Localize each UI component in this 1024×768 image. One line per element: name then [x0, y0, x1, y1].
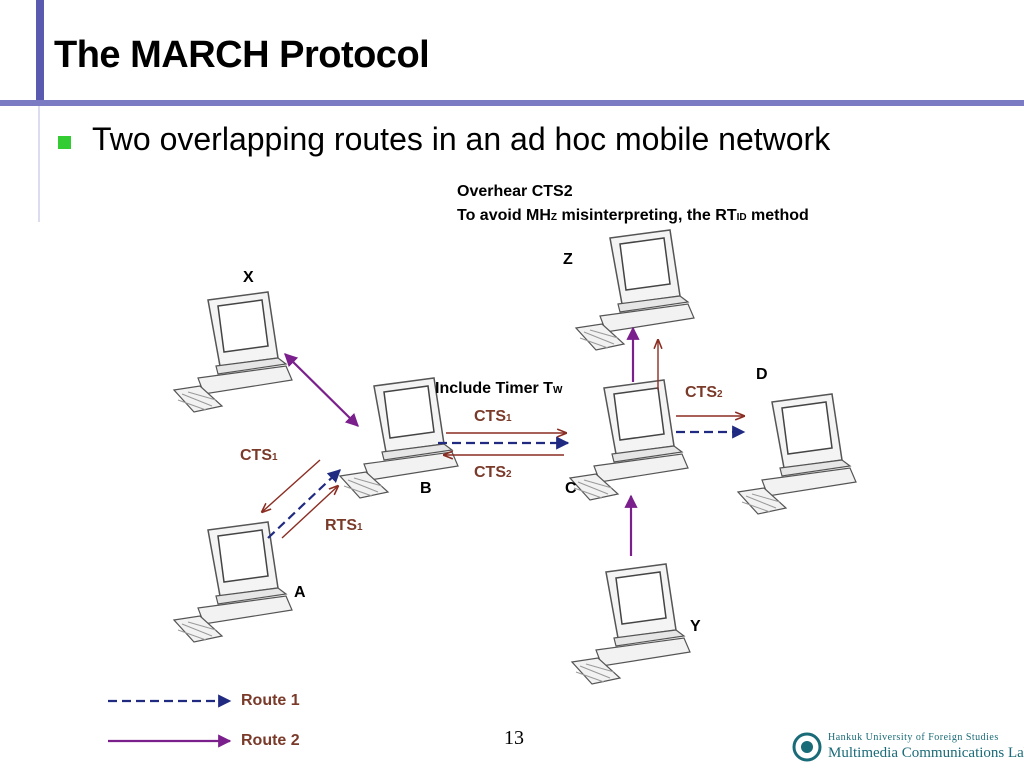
lab-logo-icon — [792, 732, 822, 762]
computer-y-icon — [571, 563, 691, 685]
node-label-y: Y — [690, 618, 701, 635]
computer-x-icon — [173, 291, 293, 413]
cts2-label-cb: CTS2 — [474, 464, 512, 481]
rts1-arrow — [281, 486, 338, 539]
cts1-label-ab: CTS1 — [240, 447, 278, 464]
bullet-square-icon — [58, 136, 71, 149]
node-label-x: X — [243, 269, 254, 286]
node-label-c: C — [565, 480, 577, 497]
cts1-label-bc: CTS1 — [474, 408, 512, 425]
logo-university: Hankuk University of Foreign Studies — [828, 732, 999, 743]
slide-title: The MARCH Protocol — [54, 34, 430, 76]
lab-logo: Hankuk University of Foreign Studies Mul… — [792, 730, 1024, 766]
computer-d-icon — [737, 393, 857, 515]
overhear-note: Overhear CTS2 To avoid MHZ misinterpreti… — [457, 180, 809, 230]
note-line-1: Overhear CTS2 — [457, 183, 573, 200]
legend-route1-label: Route 1 — [241, 692, 300, 709]
page-number: 13 — [504, 727, 524, 749]
accent-bar-horizontal — [0, 100, 1024, 106]
node-label-z: Z — [563, 251, 573, 268]
computer-a-icon — [173, 521, 293, 643]
include-timer-label: Include Timer TW — [435, 380, 563, 397]
node-label-d: D — [756, 366, 768, 383]
route1-a-b — [267, 469, 341, 539]
note-line-2: To avoid MHZ misinterpreting, the RTID m… — [457, 207, 809, 224]
cts1-arrow-a — [262, 459, 321, 512]
bullet-text: Two overlapping routes in an ad hoc mobi… — [92, 121, 831, 157]
accent-bar-vertical — [36, 0, 44, 102]
logo-lab-name: Multimedia Communications Lab. — [828, 745, 1024, 761]
cts2-label-cd: CTS2 — [685, 384, 723, 401]
route2-x-b — [284, 353, 359, 427]
node-label-b: B — [420, 480, 432, 497]
legend-route2-label: Route 2 — [241, 732, 300, 749]
computer-z-icon — [575, 229, 695, 351]
rts1-label: RTS1 — [325, 517, 363, 534]
accent-line-vertical — [38, 102, 40, 222]
computer-c-icon — [569, 379, 689, 501]
node-label-a: A — [294, 584, 306, 601]
